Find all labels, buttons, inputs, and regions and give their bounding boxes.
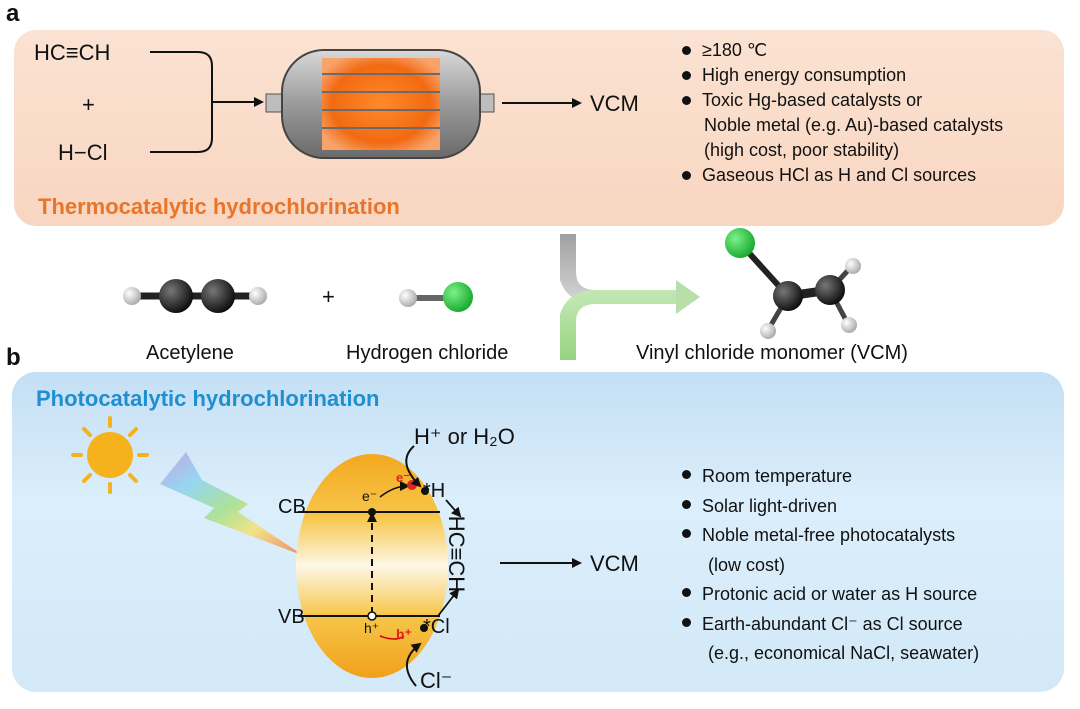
- photo-bullet-solar: Solar light-driven: [676, 492, 979, 522]
- reactant-plus-sign: +: [82, 92, 95, 117]
- photo-bullet-temperature: Room temperature: [676, 462, 979, 492]
- thermo-bullet-hcl-source: Gaseous HCl as H and Cl sources: [676, 163, 1003, 188]
- thermo-product-label: VCM: [590, 91, 639, 116]
- reactant-bracket: [150, 51, 264, 153]
- acetylene-label: Acetylene: [146, 342, 234, 364]
- proton-source-label: H⁺ or H₂O: [414, 424, 515, 449]
- vinyl-chloride-label: Vinyl chloride monomer (VCM): [636, 342, 908, 364]
- thermo-bullet-list: ≥180 ℃ High energy consumption Toxic Hg-…: [676, 38, 1003, 188]
- panel-b-label: b: [6, 344, 21, 371]
- merge-arrow: [560, 234, 700, 360]
- thermo-bullet-catalysts-line2: Noble metal (e.g. Au)-based catalysts: [704, 115, 1004, 135]
- photocatalytic-panel: [12, 372, 1064, 692]
- sun-icon: [71, 416, 149, 494]
- hydrogen-chloride-molecule: [399, 282, 473, 312]
- vb-label: VB: [278, 606, 305, 628]
- reactant-acetylene-formula: HC≡CH: [34, 40, 111, 65]
- photo-bullet-h-source: Protonic acid or water as H source: [676, 580, 979, 610]
- cb-label: CB: [278, 496, 306, 518]
- thermo-bullet-temperature: ≥180 ℃: [676, 38, 1003, 63]
- chloride-ion-label: Cl⁻: [420, 668, 453, 693]
- light-beam-icon: [160, 452, 304, 556]
- reactor-vessel: [265, 49, 495, 159]
- chlorine-radical-label: *Cl: [423, 616, 450, 638]
- thermocatalytic-panel: [14, 30, 1064, 226]
- thermo-bullet-catalysts-line3: (high cost, poor stability): [704, 140, 900, 160]
- electron-transfer-label: e⁻: [396, 470, 411, 485]
- chloride-arrow: [406, 642, 422, 687]
- photo-bullet-noble-free: Noble metal-free photocatalysts: [676, 521, 979, 551]
- acetylene-vertical-formula: HC≡CH: [444, 515, 470, 593]
- hydrogen-chloride-label: Hydrogen chloride: [346, 342, 509, 364]
- photo-bullet-cl-source-line2: (e.g., economical NaCl, seawater): [708, 643, 980, 663]
- electron-label: e⁻: [362, 488, 378, 504]
- panel-a-label: a: [6, 0, 20, 27]
- thermocatalytic-title: Thermocatalytic hydrochlorination: [38, 194, 400, 219]
- middle-plus-sign: +: [322, 284, 335, 309]
- photo-bullet-list: Room temperature Solar light-driven Nobl…: [676, 462, 979, 669]
- acetylene-molecule: [123, 279, 267, 313]
- hole-label: h⁺: [364, 620, 380, 636]
- photo-bullet-cl-source: Earth-abundant Cl⁻ as Cl source: [676, 610, 979, 640]
- reactant-hcl-formula: H−Cl: [58, 140, 108, 165]
- photocatalytic-title: Photocatalytic hydrochlorination: [36, 386, 380, 411]
- thermo-bullet-catalysts: Toxic Hg-based catalysts or: [676, 88, 1003, 113]
- hole-transfer-label: h⁺: [396, 626, 412, 642]
- thermo-bullet-energy: High energy consumption: [676, 63, 1003, 88]
- photo-bullet-noble-free-line2: (low cost): [708, 554, 786, 575]
- photo-product-label: VCM: [590, 551, 639, 576]
- vinyl-chloride-molecule: [725, 228, 861, 339]
- hydrogen-radical-label: *H: [423, 480, 446, 502]
- proton-arrow: [405, 445, 422, 488]
